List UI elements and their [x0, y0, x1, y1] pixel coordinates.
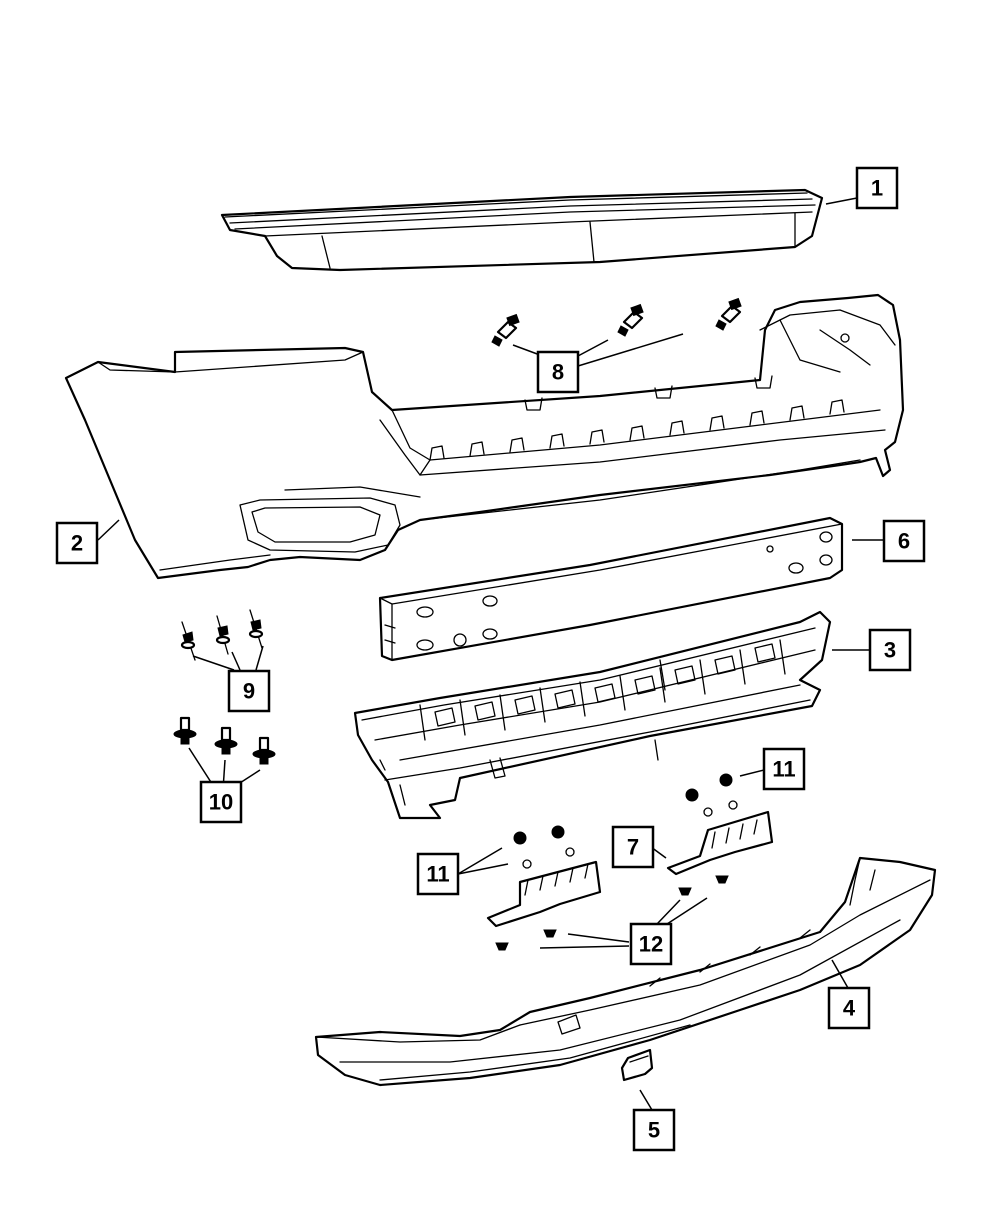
svg-text:5: 5: [648, 1118, 660, 1143]
callout-6: 6: [882, 519, 926, 563]
leader-12a: [567, 933, 630, 943]
callout-5: 5: [632, 1108, 676, 1152]
svg-text:1: 1: [871, 176, 883, 201]
callout-11-right: 11: [762, 747, 806, 791]
callout-12: 12: [629, 922, 673, 966]
clip-8a: [491, 313, 520, 347]
leader-12c: [656, 899, 681, 925]
part-5-cap: [620, 1048, 654, 1082]
callout-4: 4: [827, 986, 871, 1030]
svg-text:4: 4: [843, 996, 856, 1021]
part-11-nuts-left: [513, 825, 575, 869]
clip-8b: [617, 303, 644, 337]
leader-4: [831, 959, 849, 989]
callout-3: 3: [868, 628, 912, 672]
svg-text:8: 8: [552, 360, 564, 385]
pin-9b: [215, 615, 231, 655]
part-4-lower-valance: [314, 856, 937, 1087]
clip-8c: [715, 297, 742, 331]
leader-11a-2: [457, 863, 509, 875]
svg-text:10: 10: [209, 790, 233, 815]
leader-12d: [666, 897, 708, 925]
part-8-push-clips: [491, 297, 742, 347]
svg-text:2: 2: [71, 531, 83, 556]
rivet-10c: [252, 736, 276, 765]
callout-9: 9: [227, 669, 271, 713]
part-7-bracket-left: [486, 860, 602, 928]
rivet-10a: [173, 716, 197, 745]
leader-12b: [539, 945, 630, 949]
part-10-push-rivets: [173, 716, 276, 765]
pin-9a: [180, 621, 196, 661]
callout-8: 8: [536, 350, 580, 394]
pin-9c: [248, 609, 264, 649]
leader-8c: [577, 333, 684, 367]
leader-11a-1: [457, 847, 503, 875]
leader-2: [97, 519, 120, 541]
svg-text:11: 11: [772, 757, 795, 782]
part-9-pin-fasteners: [180, 609, 264, 661]
part-3-energy-absorber: [353, 610, 832, 820]
leader-5: [639, 1089, 653, 1111]
part-12-screws: [495, 875, 729, 951]
leader-9b: [231, 651, 241, 671]
callout-11-left: 11: [416, 852, 460, 896]
callout-7: 7: [611, 825, 655, 869]
part-2-bumper-fascia: [64, 293, 905, 580]
svg-text:7: 7: [627, 835, 639, 860]
svg-text:6: 6: [898, 529, 910, 554]
leader-lines: [97, 197, 884, 1111]
part-1-step-pad: [220, 188, 824, 272]
svg-text:12: 12: [639, 932, 663, 957]
callout-2: 2: [55, 521, 99, 565]
part-11-nuts-right: [685, 773, 738, 817]
rivet-10b: [214, 726, 238, 755]
leader-9a: [192, 655, 235, 671]
part-7-bracket-right: [666, 810, 774, 876]
leader-9c: [255, 645, 264, 671]
svg-text:9: 9: [243, 679, 255, 704]
callout-10: 10: [199, 780, 243, 824]
part-6-reinforcement-beam: [378, 516, 844, 662]
leader-8b: [577, 339, 609, 357]
callout-1: 1: [855, 166, 899, 210]
svg-text:3: 3: [884, 638, 896, 663]
svg-text:11: 11: [426, 862, 449, 887]
leader-11b: [739, 769, 765, 777]
leader-1: [825, 197, 858, 205]
